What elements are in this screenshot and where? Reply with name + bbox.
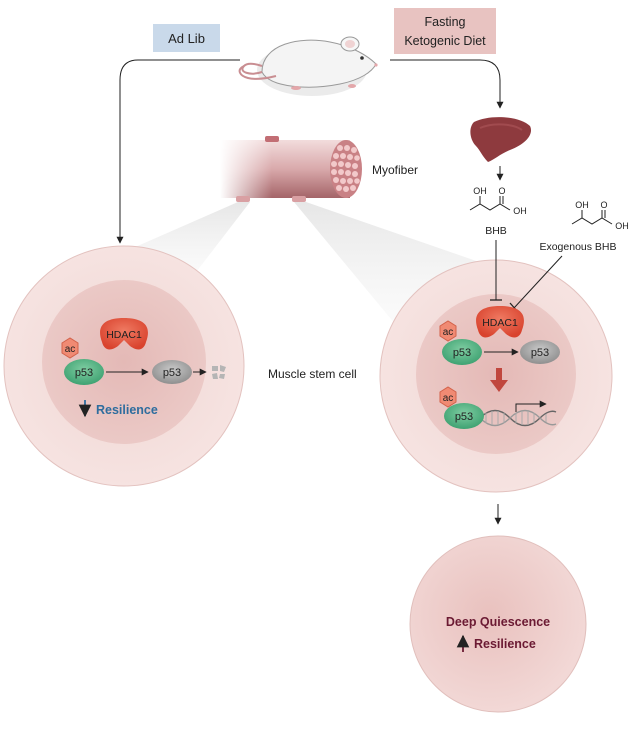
liver-icon — [470, 117, 532, 162]
transcription-fat-arrow — [490, 368, 508, 392]
deep-quiescence-label: Deep Quiescence — [446, 615, 550, 629]
transcription-start-arrow — [515, 400, 547, 412]
left-p53-acetylated: p53 — [64, 359, 104, 385]
right-hdac1: HDAC1 — [476, 306, 524, 338]
right-ac-marker-top: ac — [439, 320, 457, 342]
right-hdac1-label: HDAC1 — [482, 317, 518, 329]
fasting-arrow — [390, 59, 504, 109]
deep-quiescence-cell — [409, 535, 587, 713]
bhb-label: BHB — [485, 225, 507, 237]
right-p53-dna-label: p53 — [455, 411, 473, 423]
dna-helix-icon — [479, 409, 557, 427]
fasting-label: Fasting — [425, 15, 466, 29]
bhb-inhibition-line — [490, 240, 502, 301]
exo-oh2-label: OH — [615, 221, 629, 231]
bhb-o-label: O — [498, 186, 505, 196]
exogenous-bhb-molecule — [571, 210, 613, 225]
left-resilience-label: Resilience — [96, 403, 158, 417]
fasting-box: Fasting Ketogenic Diet — [394, 8, 496, 54]
final-resilience-label: Resilience — [474, 637, 536, 651]
left-hdac1-label: HDAC1 — [106, 329, 142, 341]
degradation-fragments-icon — [212, 365, 226, 379]
left-p53-free: p53 — [152, 360, 192, 384]
bhb-molecule — [469, 196, 511, 211]
mouse-icon — [238, 36, 378, 96]
ad-lib-box: Ad Lib — [153, 24, 220, 52]
ketogenic-diet-label: Ketogenic Diet — [404, 34, 486, 48]
left-p53-bound-label: p53 — [75, 367, 93, 379]
right-p53-bound-label: p53 — [453, 347, 471, 359]
exogenous-bhb-label: Exogenous BHB — [539, 241, 616, 253]
left-p53-free-label: p53 — [163, 367, 181, 379]
right-p53-free: p53 — [520, 340, 560, 364]
right-p53-free-label: p53 — [531, 347, 549, 359]
exo-oh-label: OH — [575, 200, 589, 210]
ad-lib-label: Ad Lib — [168, 31, 205, 46]
bhb-oh-label: OH — [473, 186, 487, 196]
ad-lib-arrow — [116, 59, 240, 244]
right-p53-acetylated: p53 — [442, 339, 482, 365]
exo-o-label: O — [600, 200, 607, 210]
left-ac-marker: ac — [61, 337, 79, 359]
bhb-oh2-label: OH — [513, 206, 527, 216]
right-p53-dna-bound: p53 — [444, 403, 484, 429]
right-ac-bottom-label: ac — [443, 393, 454, 404]
left-hdac1: HDAC1 — [100, 318, 148, 350]
left-muscle-stem-cell — [3, 245, 245, 487]
myofiber-label: Myofiber — [372, 163, 418, 177]
right-ac-top-label: ac — [443, 327, 454, 338]
left-ac-label: ac — [65, 344, 76, 355]
myofiber-icon — [220, 136, 362, 202]
muscle-stem-cell-label: Muscle stem cell — [268, 367, 357, 381]
right-ac-marker-bottom: ac — [439, 386, 457, 408]
